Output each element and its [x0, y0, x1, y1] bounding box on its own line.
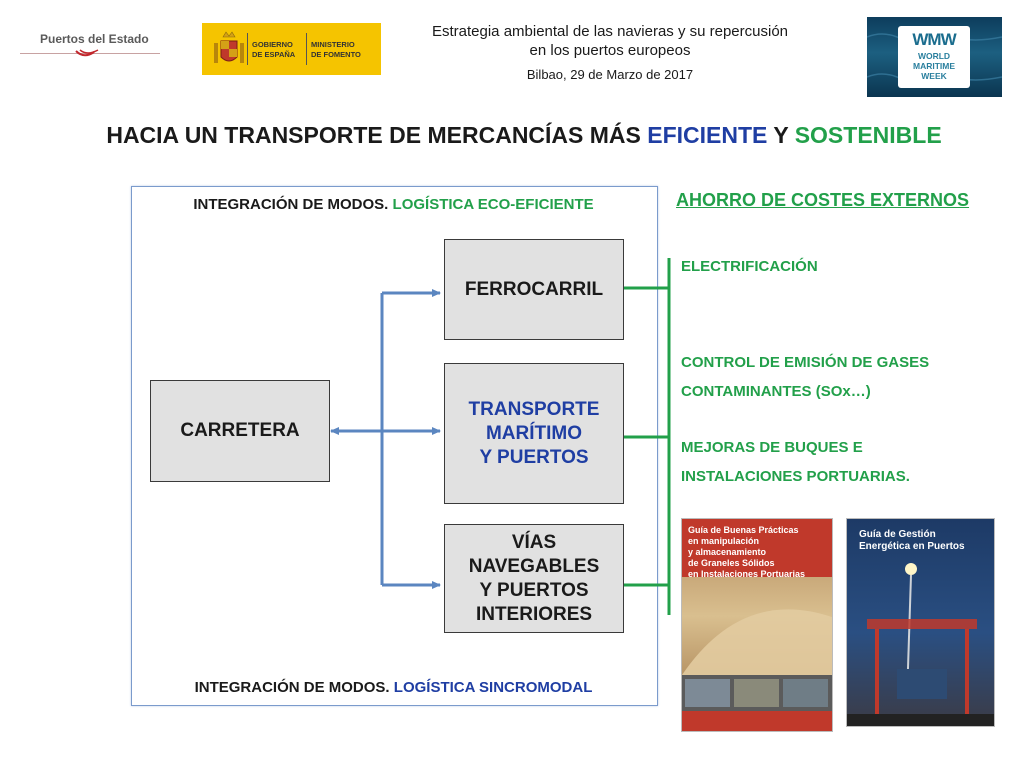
- frame-top-highlight: LOGÍSTICA ECO-EFICIENTE: [392, 196, 594, 213]
- frame-top-label: INTEGRACIÓN DE MODOS. LOGÍSTICA ECO-EFIC…: [131, 196, 656, 213]
- intermodal-diagram-frame: [131, 186, 658, 706]
- grain-pile-image: [682, 577, 832, 675]
- frame-bottom-label: INTEGRACIÓN DE MODOS. LOGÍSTICA SINCROMO…: [131, 679, 656, 696]
- puertos-del-estado-logo-text: Puertos del Estado: [40, 32, 149, 46]
- ahorro-costes-heading: AHORRO DE COSTES EXTERNOS: [676, 190, 970, 210]
- wmw-name: WORLD MARITIME WEEK: [912, 51, 956, 81]
- guia-graneles-title: Guía de Buenas Prácticas en manipulación…: [688, 525, 806, 579]
- grain-pile-icon: [682, 609, 832, 675]
- ministerio-fomento-logo: GOBIERNO DE ESPAÑA MINISTERIO DE FOMENTO: [202, 23, 381, 75]
- frame-top-prefix: INTEGRACIÓN DE MODOS.: [193, 196, 393, 213]
- slide-title: HACIA UN TRANSPORTE DE MERCANCÍAS MÁS EF…: [0, 122, 1024, 149]
- carretera-box: CARRETERA: [150, 380, 330, 482]
- guia-energetica-cover: Guía de Gestión Energética en Puertos: [846, 518, 995, 727]
- presentation-title: Estrategia ambiental de las navieras y s…: [431, 23, 789, 59]
- gobierno-espana-text: GOBIERNO DE ESPAÑA: [252, 40, 296, 59]
- frame-bottom-highlight: LOGÍSTICA SINCROMODAL: [393, 679, 593, 696]
- wmw-mark: WMW: [912, 30, 956, 49]
- benefit-control-emisiones: CONTROL DE EMISIÓN DE GASES CONTAMINANTE…: [681, 354, 930, 400]
- presentation-date: Bilbao, 29 de Marzo de 2017: [526, 67, 694, 82]
- title-part-1: HACIA UN TRANSPORTE DE MERCANCÍAS MÁS: [106, 122, 648, 148]
- coat-of-arms-icon: [214, 31, 244, 63]
- benefit-electrificacion: ELECTRIFICACIÓN: [681, 258, 818, 275]
- vias-navegables-box: VÍAS NAVEGABLES Y PUERTOS INTERIORES: [444, 524, 624, 633]
- world-maritime-week-logo: WMW WORLD MARITIME WEEK: [867, 17, 1002, 97]
- title-eficiente: EFICIENTE: [647, 122, 768, 148]
- port-thumbnails: [682, 675, 832, 711]
- wmw-badge: WMW WORLD MARITIME WEEK: [898, 26, 970, 88]
- night-port-crane-icon: [847, 563, 994, 726]
- title-part-3: Y: [767, 122, 795, 148]
- transporte-maritimo-box: TRANSPORTE MARÍTIMO Y PUERTOS: [444, 363, 624, 504]
- logo-divider: [247, 33, 248, 65]
- guia-graneles-cover: Guía de Buenas Prácticas en manipulación…: [681, 518, 833, 732]
- puertos-logo-icon: [75, 49, 99, 57]
- title-sostenible: SOSTENIBLE: [794, 122, 942, 148]
- ferrocarril-box: FERROCARRIL: [444, 239, 624, 340]
- frame-bottom-prefix: INTEGRACIÓN DE MODOS.: [194, 679, 394, 696]
- ministerio-fomento-text: MINISTERIO DE FOMENTO: [311, 40, 361, 59]
- benefit-mejoras-buques: MEJORAS DE BUQUES E INSTALACIONES PORTUA…: [681, 439, 910, 485]
- guia-energetica-title: Guía de Gestión Energética en Puertos: [859, 529, 965, 552]
- logo-divider-2: [306, 33, 307, 65]
